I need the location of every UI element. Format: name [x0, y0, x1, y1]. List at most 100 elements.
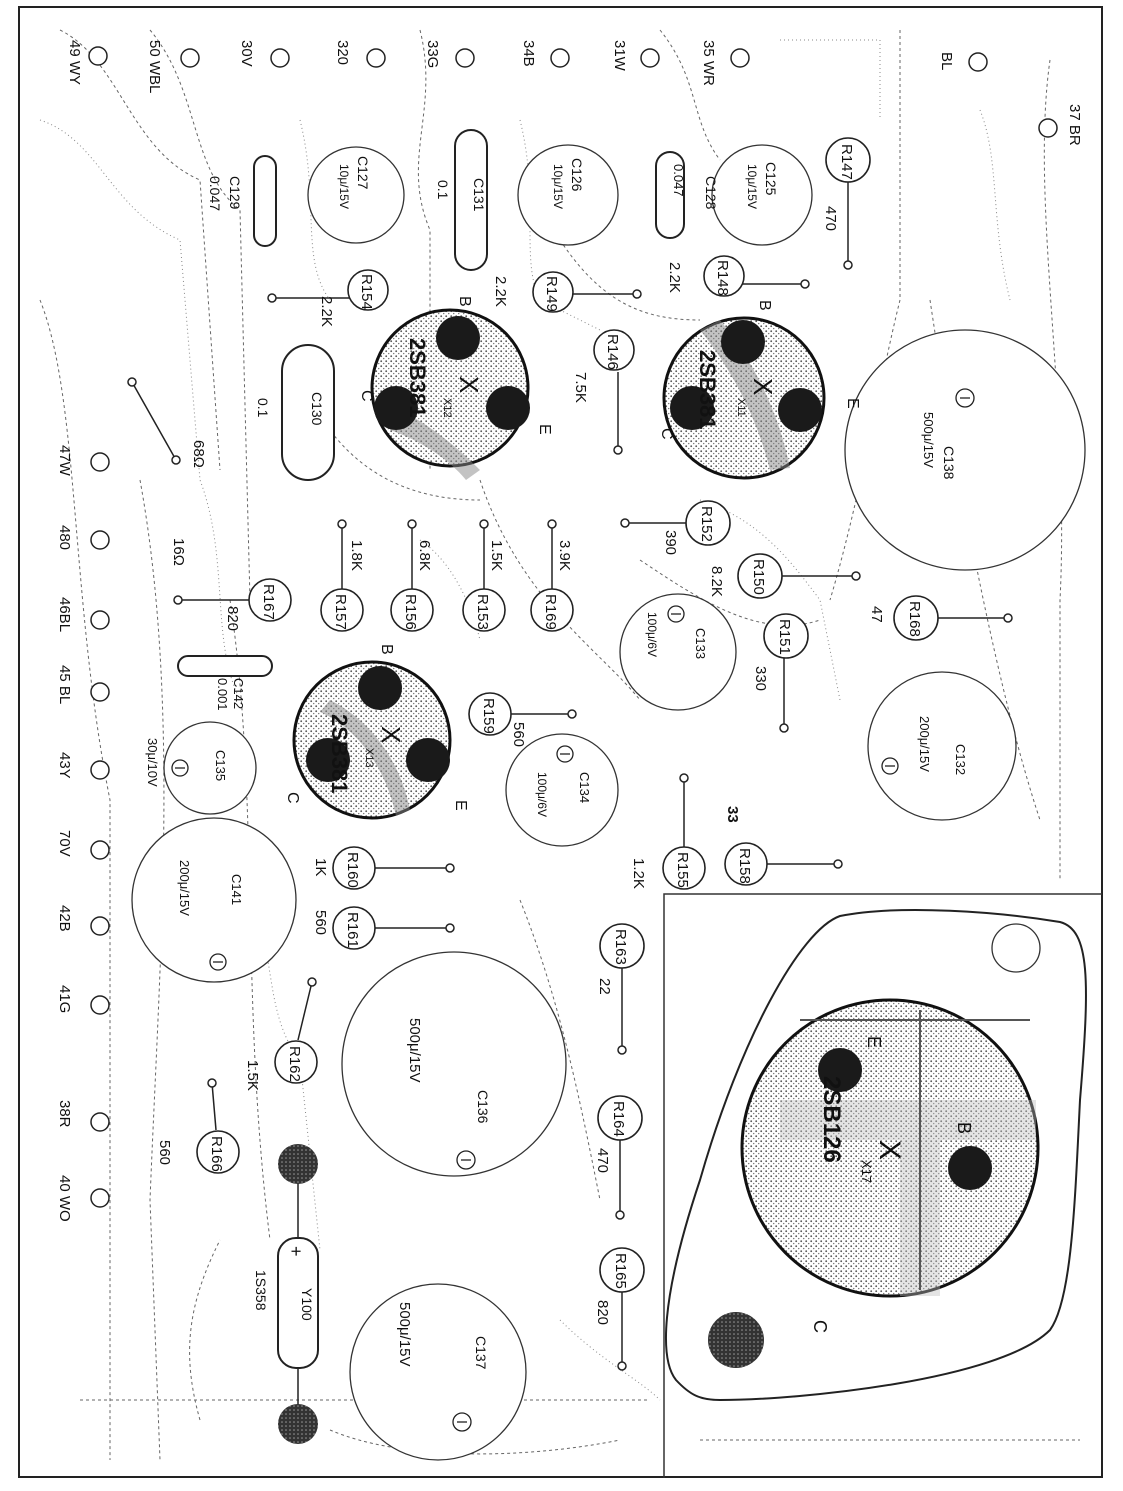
svg-text:E: E [844, 398, 861, 409]
capacitor-name: C133 [693, 628, 708, 659]
terminal-42-pad [90, 916, 110, 936]
capacitor-name: C136 [475, 1090, 491, 1124]
electrolytic-capacitors [131, 144, 1086, 1461]
capacitor-name: C142 [231, 678, 246, 709]
terminal-46-pad [90, 610, 110, 630]
resistor-name: R159 [480, 698, 497, 734]
capacitor-name: C137 [473, 1336, 489, 1370]
capacitor-value: 100μ/6V [535, 772, 549, 817]
terminal-49-pad [88, 46, 108, 66]
svg-text:C: C [810, 1320, 830, 1333]
resistor-value: 470 [594, 1148, 611, 1173]
capacitor-name: C125 [763, 162, 779, 196]
capacitor-c135-body [163, 721, 257, 815]
resistor-name: R146 [604, 334, 621, 370]
terminal-label: 43Y [56, 752, 73, 779]
mounting-hole-pad [708, 1312, 764, 1368]
resistor-name: R167 [260, 584, 277, 620]
capacitor-value: 10μ/15V [745, 164, 759, 209]
terminal-41-pad [90, 995, 110, 1015]
svg-text:B: B [756, 300, 773, 311]
resistor-value: 1.2K [630, 858, 647, 889]
terminal-30-pad [270, 48, 290, 68]
diode-y100: + Y100 1S358 [253, 1144, 319, 1444]
resistor-name: R154 [358, 274, 375, 310]
capacitor-c126-body [517, 144, 619, 246]
resistor-r150-body [737, 553, 783, 599]
resistor-value: 47 [868, 606, 885, 623]
capacitor-name: C132 [953, 744, 968, 775]
resistor-name: R169 [542, 594, 559, 630]
svg-text:B: B [456, 296, 473, 307]
transistor-mark: X [376, 726, 406, 743]
ohm-68-label: 68Ω [190, 440, 207, 468]
resistor-name: R151 [776, 619, 793, 655]
resistor-value: 820 [224, 606, 241, 631]
resistor-r152-body [685, 500, 731, 546]
terminal-label: 34B [520, 40, 537, 67]
capacitor-c133-body [619, 593, 737, 711]
resistor-r169-body [530, 588, 574, 632]
capacitor-value: 0.1 [435, 180, 451, 200]
transistor-mark: X [748, 378, 778, 395]
terminal-label: 320 [334, 40, 351, 65]
resistor-r163-body [599, 923, 645, 969]
capacitor-value: 0.047 [207, 176, 223, 211]
resistor-r146-body [593, 329, 635, 371]
capacitor-c141-body [131, 817, 297, 983]
capacitor-value: 30μ/10V [145, 738, 160, 787]
resistor-name: R152 [698, 506, 715, 542]
resistor-value: 820 [594, 1300, 611, 1325]
terminal-label: 30V [238, 40, 255, 67]
svg-text:B: B [378, 644, 395, 655]
capacitor-c129-body [253, 155, 277, 247]
terminal-34-pad [550, 48, 570, 68]
capacitor-name: C127 [355, 156, 371, 190]
transistor-type: 2SB126 [818, 1076, 845, 1163]
resistor-value: 330 [752, 666, 769, 691]
terminal-33-pad [455, 48, 475, 68]
emitter-pin [486, 386, 530, 430]
svg-text:C: C [358, 390, 375, 402]
terminal-label: 47W [56, 445, 73, 477]
resistor-name: R161 [344, 912, 361, 948]
resistor-r166-body [196, 1130, 240, 1174]
film-capacitors [177, 129, 685, 677]
ohm-16-label: 16Ω [170, 538, 187, 566]
resistor-r155-body [662, 846, 706, 890]
resistor-value: 560 [156, 1140, 173, 1165]
resistor-value: 2.2K [492, 276, 509, 307]
resistor-name: R149 [543, 276, 560, 312]
terminal-label: 70V [56, 830, 73, 857]
svg-text:E: E [536, 424, 553, 435]
resistor-name: R157 [332, 594, 349, 630]
capacitor-c134-body [505, 733, 619, 847]
transistor-ref: X11 [735, 398, 747, 417]
resistor-r147-body [825, 137, 871, 183]
resistor-value: 22 [596, 978, 613, 995]
resistor-r156-body [390, 588, 434, 632]
resistor-name: R165 [612, 1253, 629, 1289]
terminal-label: 35 WR [700, 40, 717, 86]
resistor-name: R162 [286, 1046, 303, 1082]
capacitor-name: C131 [471, 178, 487, 212]
mounting-hole [991, 923, 1041, 973]
resistor-value: 33 [724, 806, 741, 823]
terminal-47-pad [90, 452, 110, 472]
capacitor-value: 0.001 [215, 678, 230, 711]
capacitor-c125-body [711, 144, 813, 246]
terminal-45-pad [90, 682, 110, 702]
diode-pad [278, 1404, 318, 1444]
terminal-label: 33G [424, 40, 441, 68]
base-pin [948, 1146, 992, 1190]
capacitor-value: 100μ/6V [645, 612, 659, 657]
resistor-name: R156 [402, 594, 419, 630]
terminal-38-pad [90, 1112, 110, 1132]
board-outline [18, 6, 1103, 1478]
resistor-value: 7.5K [572, 372, 589, 403]
resistor-value: 2.2K [318, 296, 335, 327]
capacitor-value: 500μ/15V [396, 1302, 413, 1367]
collector-pin [374, 386, 418, 430]
heatsink-panel-outline [663, 893, 1102, 1478]
